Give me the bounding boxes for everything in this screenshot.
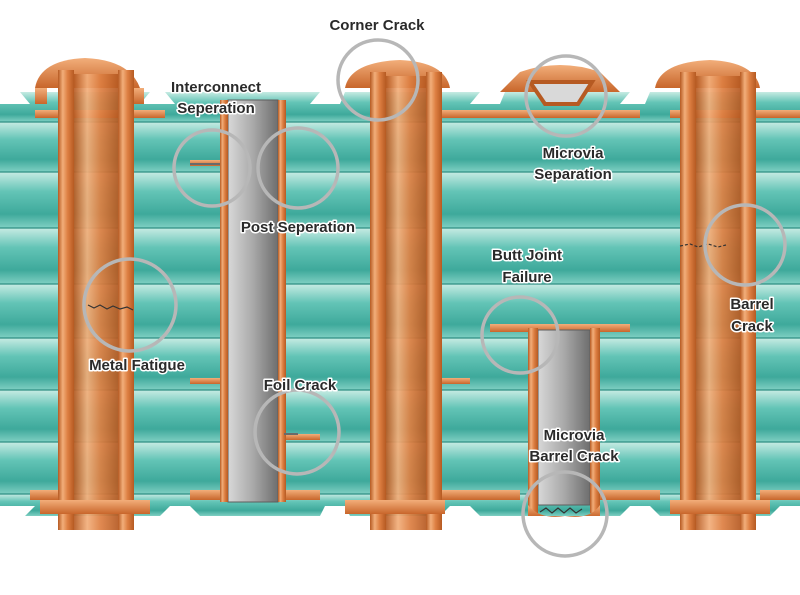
- via-post-right: [528, 328, 600, 517]
- barrel-middle: [345, 60, 450, 530]
- label-post-separation: Post Seperation: [241, 219, 355, 236]
- label-microvia-barrel-line1: Microvia: [544, 427, 606, 444]
- label-barrel-crack-line2: Crack: [731, 318, 773, 335]
- ring-foil-crack: [253, 388, 341, 476]
- label-butt-joint-line2: Failure: [502, 269, 551, 286]
- barrel-left: [35, 58, 150, 530]
- failure-rings: [82, 38, 787, 558]
- ring-microvia-barrel: [521, 470, 609, 558]
- ring-metal-fatigue: [82, 257, 178, 353]
- label-microvia-barrel-line2: Barrel Crack: [529, 448, 619, 465]
- label-microvia-separation-line1: Microvia: [543, 145, 605, 162]
- barrel-right: [655, 60, 770, 530]
- failure-labels: Corner Crack Interconnect Seperation Mic…: [88, 16, 776, 467]
- ring-corner-crack: [336, 38, 420, 122]
- microvia-top: [500, 65, 620, 106]
- label-interconnect-line1: Interconnect: [171, 79, 261, 96]
- ring-butt-joint: [480, 295, 560, 375]
- via-post-left: [220, 99, 286, 503]
- ring-barrel-crack: [703, 203, 787, 287]
- barrel-crack-mark: [679, 243, 727, 248]
- label-corner-crack: Corner Crack: [329, 17, 425, 34]
- label-microvia-separation-line2: Separation: [534, 166, 612, 183]
- label-metal-fatigue: Metal Fatigue: [89, 357, 185, 374]
- label-butt-joint-line1: Butt Joint: [492, 247, 562, 264]
- label-interconnect-line2: Seperation: [177, 100, 255, 117]
- metal-fatigue-crack: [87, 304, 134, 311]
- label-foil-crack: Foil Crack: [264, 377, 337, 394]
- ring-microvia-separation: [524, 54, 608, 138]
- label-barrel-crack-line1: Barrel: [730, 296, 773, 313]
- ring-interconnect-right: [256, 126, 340, 210]
- ring-interconnect-left: [172, 128, 252, 208]
